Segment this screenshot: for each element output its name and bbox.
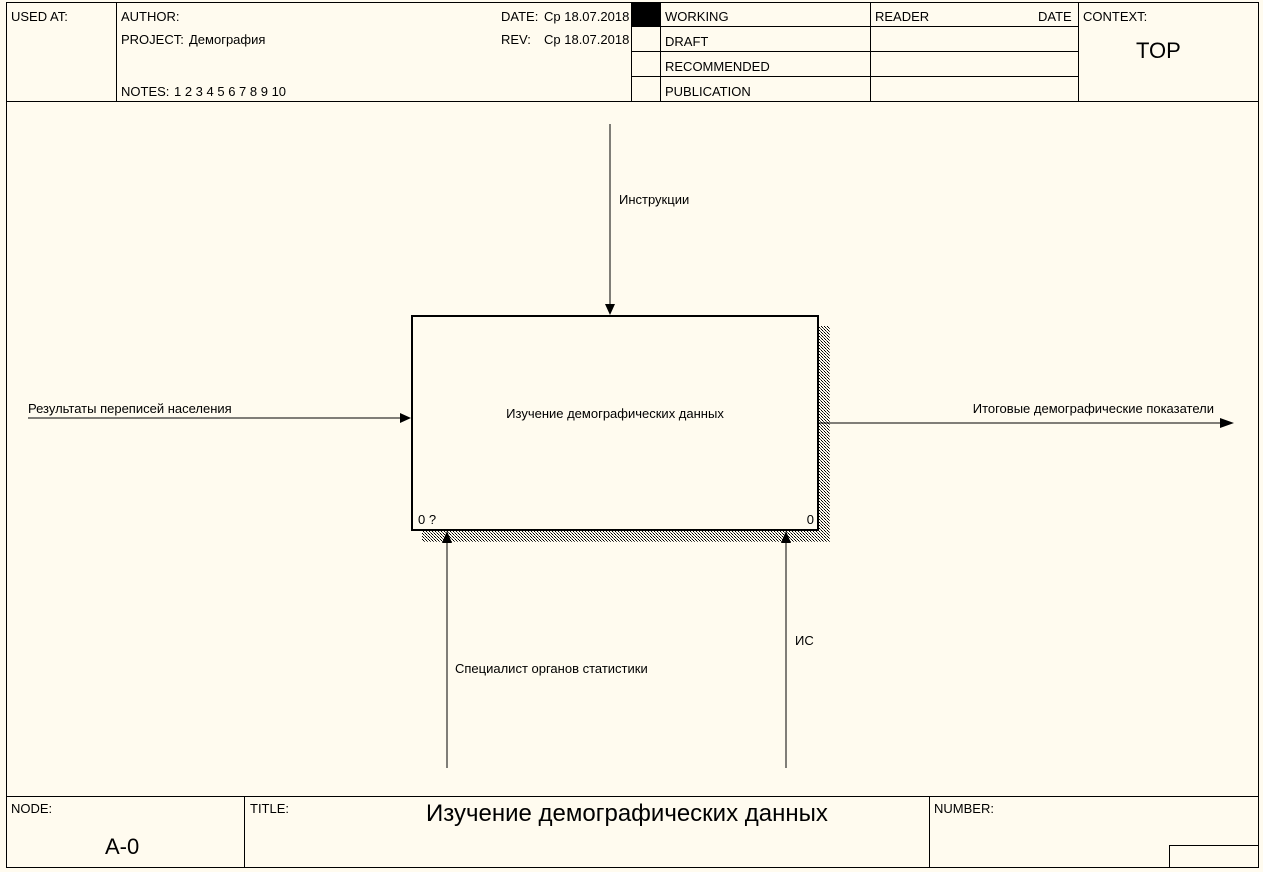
footer-vline-2 — [929, 796, 930, 868]
frame-top — [6, 2, 1259, 3]
status-working: WORKING — [665, 9, 729, 24]
control-arrowhead — [605, 304, 615, 315]
date-value: Ср 18.07.2018 — [544, 9, 630, 24]
mechanism-arrow-2-label: ИС — [795, 633, 814, 648]
mechanism-arrowhead-2 — [781, 531, 791, 543]
context-value: TOP — [1136, 38, 1181, 63]
output-arrowhead — [1220, 418, 1234, 428]
status-recommended: RECOMMENDED — [665, 59, 770, 74]
footer-vline-1 — [244, 796, 245, 868]
control-arrow-label: Инструкции — [619, 192, 689, 207]
activity-box[interactable] — [411, 315, 819, 531]
number-subbox-left — [1169, 845, 1170, 868]
frame-left — [6, 2, 7, 868]
node-value: A-0 — [105, 834, 140, 859]
notes-label: NOTES: — [121, 84, 170, 99]
footer-top-line — [6, 796, 1259, 797]
number-label: NUMBER: — [934, 801, 994, 816]
date-label: DATE: — [501, 9, 539, 24]
working-status-marker — [632, 3, 660, 26]
mechanism-arrowhead-1 — [442, 531, 452, 543]
notes-value: 1 2 3 4 5 6 7 8 9 10 — [174, 84, 287, 99]
activity-box-title: Изучение демографических данных — [506, 406, 724, 421]
header-vline-4 — [870, 2, 871, 102]
node-label: NODE: — [11, 801, 53, 816]
status-publication: PUBLICATION — [665, 84, 751, 99]
title-value: Изучение демографических данных — [426, 800, 828, 827]
frame-bottom — [6, 867, 1259, 868]
input-arrow-label: Результаты переписей населения — [28, 401, 232, 416]
frame-right — [1258, 2, 1259, 868]
activity-box-shadow-right — [818, 326, 830, 542]
status-hline-1 — [631, 26, 1079, 27]
activity-box-number: 0 — [807, 512, 814, 527]
input-arrowhead — [400, 413, 411, 423]
reader-date-label: DATE — [1038, 9, 1072, 24]
used-at-label: USED AT: — [11, 9, 68, 24]
project-value: Демография — [189, 32, 266, 47]
number-subbox-top — [1169, 845, 1259, 846]
header-vline-2 — [631, 2, 632, 102]
context-label: CONTEXT: — [1083, 9, 1148, 24]
status-draft: DRAFT — [665, 34, 709, 49]
rev-label: REV: — [501, 32, 531, 47]
header-vline-3 — [660, 2, 661, 102]
mechanism-arrow-1-label: Специалист органов статистики — [455, 661, 648, 676]
reader-label: READER — [875, 9, 930, 24]
status-hline-3 — [631, 76, 1079, 77]
author-label: AUTHOR: — [121, 9, 180, 24]
activity-box-cost: 0 ? — [418, 512, 436, 527]
header-bottom-line — [6, 101, 1259, 102]
rev-value: Ср 18.07.2018 — [544, 32, 630, 47]
status-hline-2 — [631, 51, 1079, 52]
header-vline-5 — [1078, 2, 1079, 102]
activity-box-shadow-bottom — [422, 530, 830, 542]
output-arrow-label: Итоговые демографические показатели — [973, 401, 1214, 416]
project-label: PROJECT: — [121, 32, 184, 47]
title-label: TITLE: — [250, 801, 290, 816]
header-vline-1 — [116, 2, 117, 102]
